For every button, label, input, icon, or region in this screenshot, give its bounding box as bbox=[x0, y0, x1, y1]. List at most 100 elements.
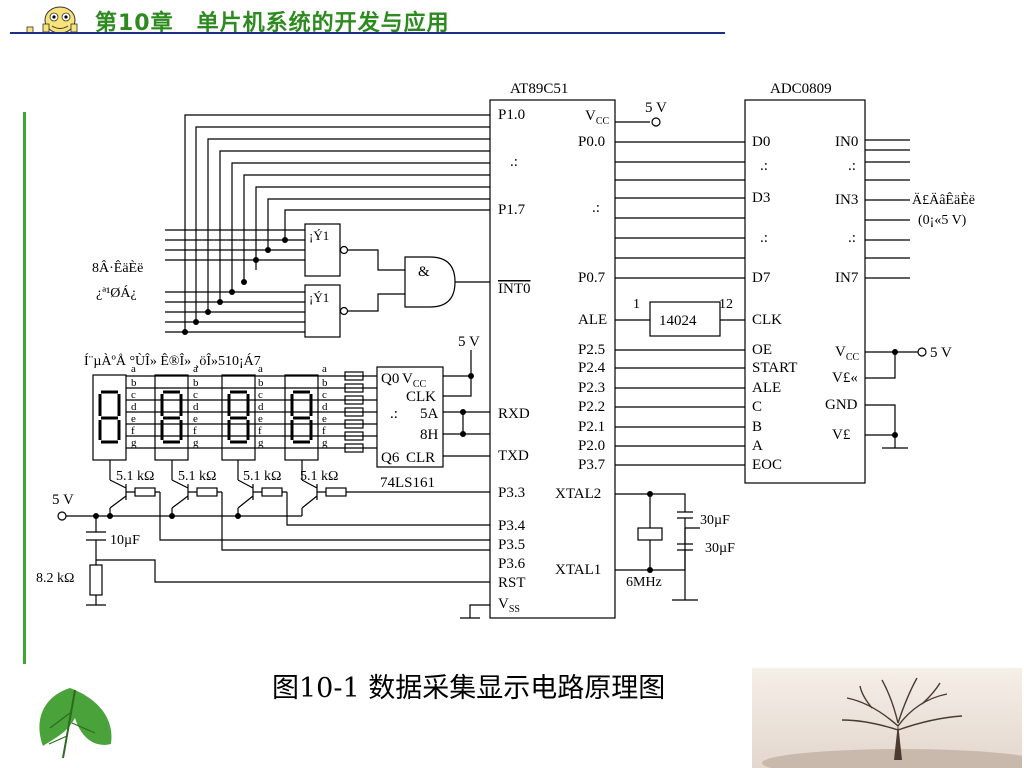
mcu-pin-rxd: RXD bbox=[498, 406, 530, 422]
svg-text:g: g bbox=[193, 437, 199, 449]
adc-pin-in3: IN3 bbox=[835, 192, 858, 208]
svg-text:a: a bbox=[258, 363, 263, 375]
mcu-supply-label: 5 V bbox=[645, 100, 667, 116]
svg-text:d: d bbox=[193, 401, 199, 413]
adc-pin-vcc: VCC bbox=[835, 344, 860, 363]
svg-text:a: a bbox=[193, 363, 198, 375]
svg-text:d: d bbox=[131, 401, 137, 413]
mcu-pin-p20: P2.0 bbox=[578, 438, 605, 454]
mcu-pin-p23: P2.3 bbox=[578, 380, 605, 396]
adc-pin-c: C bbox=[752, 399, 762, 415]
counter-chip bbox=[376, 366, 444, 468]
mcu-pin-p33: P3.3 bbox=[498, 485, 525, 501]
and-gate bbox=[404, 256, 456, 308]
svg-text:c: c bbox=[258, 389, 263, 401]
counter-dots: .: bbox=[390, 406, 398, 422]
ghost-mascot-icon bbox=[15, 6, 85, 34]
svg-text:g: g bbox=[258, 437, 264, 449]
or-gate-bottom-label: ¡Ý1 bbox=[309, 290, 329, 305]
adc-pin-ale: ALE bbox=[752, 380, 781, 396]
svg-text:b: b bbox=[258, 377, 264, 389]
chapter-title: 第10章 单片机系统的开发与应用 bbox=[95, 11, 450, 36]
mcu-pin-p10: P1.0 bbox=[498, 107, 525, 123]
adc-pin-vref-plus: V£« bbox=[832, 370, 858, 386]
divider-pin-in: 1 bbox=[633, 297, 640, 312]
counter-pin-q0: Q0 bbox=[381, 371, 399, 387]
svg-text:e: e bbox=[131, 413, 136, 425]
svg-text:c: c bbox=[193, 389, 198, 401]
mcu-pin-p07: P0.7 bbox=[578, 270, 606, 286]
svg-text:f: f bbox=[193, 425, 197, 437]
svg-text:b: b bbox=[193, 377, 199, 389]
adc-d-dots-1: .: bbox=[760, 158, 768, 174]
or-gate-top-label: ¡Ý1 bbox=[309, 228, 329, 243]
adc-pin-clk: CLK bbox=[752, 312, 782, 328]
counter-supply-label: 5 V bbox=[458, 334, 480, 350]
adc-pin-b: B bbox=[752, 419, 762, 435]
mcu-pin-p25: P2.5 bbox=[578, 342, 605, 358]
svg-text:f: f bbox=[131, 425, 135, 437]
adc-pin-a: A bbox=[752, 438, 763, 454]
and-gate-label: & bbox=[418, 264, 430, 280]
svg-text:f: f bbox=[322, 425, 326, 437]
svg-text:f: f bbox=[258, 425, 262, 437]
svg-text:e: e bbox=[193, 413, 198, 425]
svg-text:b: b bbox=[322, 377, 328, 389]
adc-pin-eoc: EOC bbox=[752, 457, 782, 473]
adc-input-range: (0¡«5 V) bbox=[918, 213, 967, 228]
divider-name: 14024 bbox=[659, 313, 697, 329]
svg-text:e: e bbox=[258, 413, 263, 425]
adc-d-dots-2: .: bbox=[760, 230, 768, 246]
reset-capacitor-label: 10µF bbox=[110, 533, 140, 548]
mcu-pin-p00: P0.0 bbox=[578, 134, 605, 150]
mcu-pin-p34: P3.4 bbox=[498, 518, 526, 534]
adc-chip bbox=[744, 99, 866, 484]
figure-caption: 图10-1 数据采集显示电路原理图 bbox=[272, 673, 666, 704]
mcu-p0-dots: .: bbox=[592, 200, 600, 216]
switch-input-label-2: ¿ª¹ØÁ¿ bbox=[96, 284, 137, 301]
counter-pin-clr: CLR bbox=[406, 450, 435, 466]
mcu-pin-ale: ALE bbox=[578, 312, 607, 328]
display-label: Í¨µÀºÅ °ÙÎ» Ê®Î» ¸öÎ»510¡Á7 bbox=[84, 352, 261, 369]
mcu-pin-txd: TXD bbox=[498, 448, 529, 464]
mcu-chip bbox=[489, 99, 616, 619]
adc-supply-label: 5 V bbox=[930, 345, 952, 361]
header-rule bbox=[10, 32, 725, 34]
svg-text:d: d bbox=[322, 401, 328, 413]
counter-pin-clk: CLK bbox=[406, 389, 436, 405]
adc-input-label: Ä£ÄâÊäÈë bbox=[912, 191, 975, 208]
mcu-pin-p24: P2.4 bbox=[578, 360, 606, 376]
transistor-resistor-2: 5.1 kΩ bbox=[178, 469, 216, 484]
divider-chip bbox=[649, 301, 721, 337]
adc-in-dots-1: .: bbox=[848, 158, 856, 174]
mcu-pin-xtal2: XTAL2 bbox=[555, 486, 601, 502]
mcu-pin-vss: VSS bbox=[498, 596, 520, 615]
crystal-label: 6MHz bbox=[626, 575, 662, 590]
mcu-pin-p37: P3.7 bbox=[578, 457, 606, 473]
counter-pin-q6: Q6 bbox=[381, 450, 400, 466]
adc-pin-in7: IN7 bbox=[835, 270, 859, 286]
svg-text:c: c bbox=[322, 389, 327, 401]
adc-pin-d7: D7 bbox=[752, 270, 771, 286]
svg-text:b: b bbox=[131, 377, 137, 389]
mcu-pin-rst: RST bbox=[498, 575, 526, 591]
adc-name: ADC0809 bbox=[770, 81, 832, 97]
green-leaf-icon bbox=[39, 688, 112, 759]
svg-text:c: c bbox=[131, 389, 136, 401]
junctions bbox=[93, 237, 898, 573]
counter-pin-5a: 5A bbox=[420, 406, 439, 422]
divider-pin-out: 12 bbox=[719, 297, 733, 312]
adc-pin-start: START bbox=[752, 360, 797, 376]
left-supply-label: 5 V bbox=[52, 492, 74, 508]
transistor-resistor-4: 5.1 kΩ bbox=[300, 469, 338, 484]
xtal-cap-2-label: 30µF bbox=[705, 541, 735, 556]
mcu-pin-p17: P1.7 bbox=[498, 202, 526, 218]
mcu-name: AT89C51 bbox=[510, 81, 568, 97]
slide-header: 第10章 单片机系统的开发与应用 bbox=[0, 0, 740, 40]
left-accent-bar bbox=[23, 112, 26, 664]
counter-name: 74LS161 bbox=[380, 475, 435, 491]
xtal-cap-1-label: 30µF bbox=[700, 513, 730, 528]
adc-pin-d3: D3 bbox=[752, 190, 770, 206]
svg-text:a: a bbox=[131, 363, 136, 375]
